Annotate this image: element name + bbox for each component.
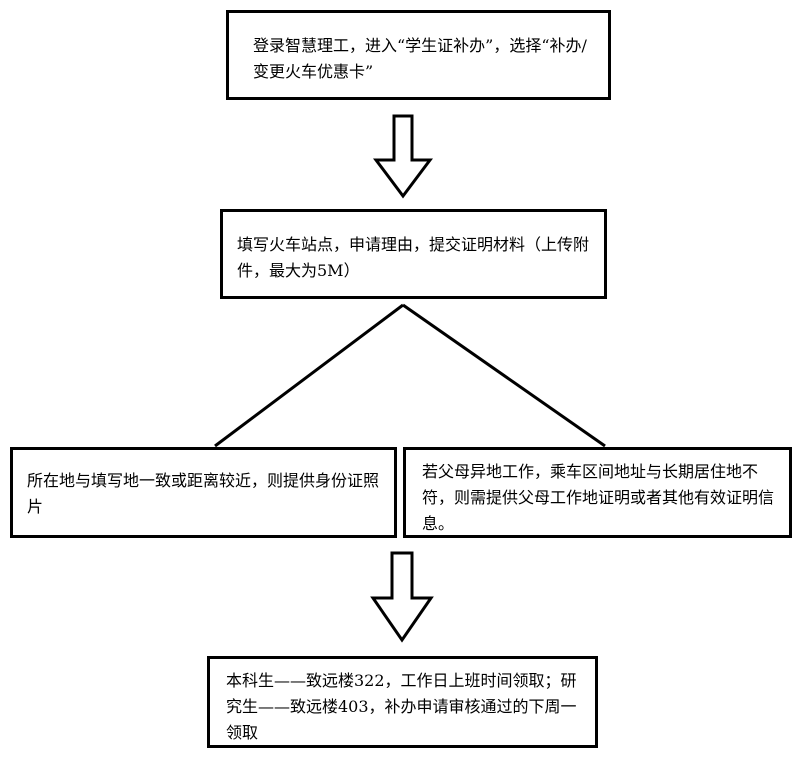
step-id-photo-text: 所在地与填写地一致或距离较近，则提供身份证照片 [27,471,380,516]
down-arrow-icon [370,551,434,643]
step-login-text: 登录智慧理工，进入“学生证补办”，选择“补办/变更火车优惠卡” [253,36,587,81]
step-fill-form-text: 填写火车站点，申请理由，提交证明材料（上传附件，最大为5M） [237,235,590,280]
branch-line-left [214,303,404,448]
step-fill-form-box: 填写火车站点，申请理由，提交证明材料（上传附件，最大为5M） [220,209,607,299]
step-parent-proof-text: 若父母异地工作，乘车区间地址与长期居住地不符，则需提供父母工作地证明或者其他有效… [422,462,775,533]
step-parent-proof-box: 若父母异地工作，乘车区间地址与长期居住地不符，则需提供父母工作地证明或者其他有效… [403,447,792,538]
step-pickup-text: 本科生——致远楼322，工作日上班时间领取；研究生——致远楼403，补办申请审核… [226,671,577,742]
step-pickup-box: 本科生——致远楼322，工作日上班时间领取；研究生——致远楼403，补办申请审核… [207,656,598,748]
step-id-photo-box: 所在地与填写地一致或距离较近，则提供身份证照片 [10,447,397,538]
down-arrow-icon [373,114,433,199]
branch-line-right [402,303,606,448]
step-login-box: 登录智慧理工，进入“学生证补办”，选择“补办/变更火车优惠卡” [226,10,611,100]
